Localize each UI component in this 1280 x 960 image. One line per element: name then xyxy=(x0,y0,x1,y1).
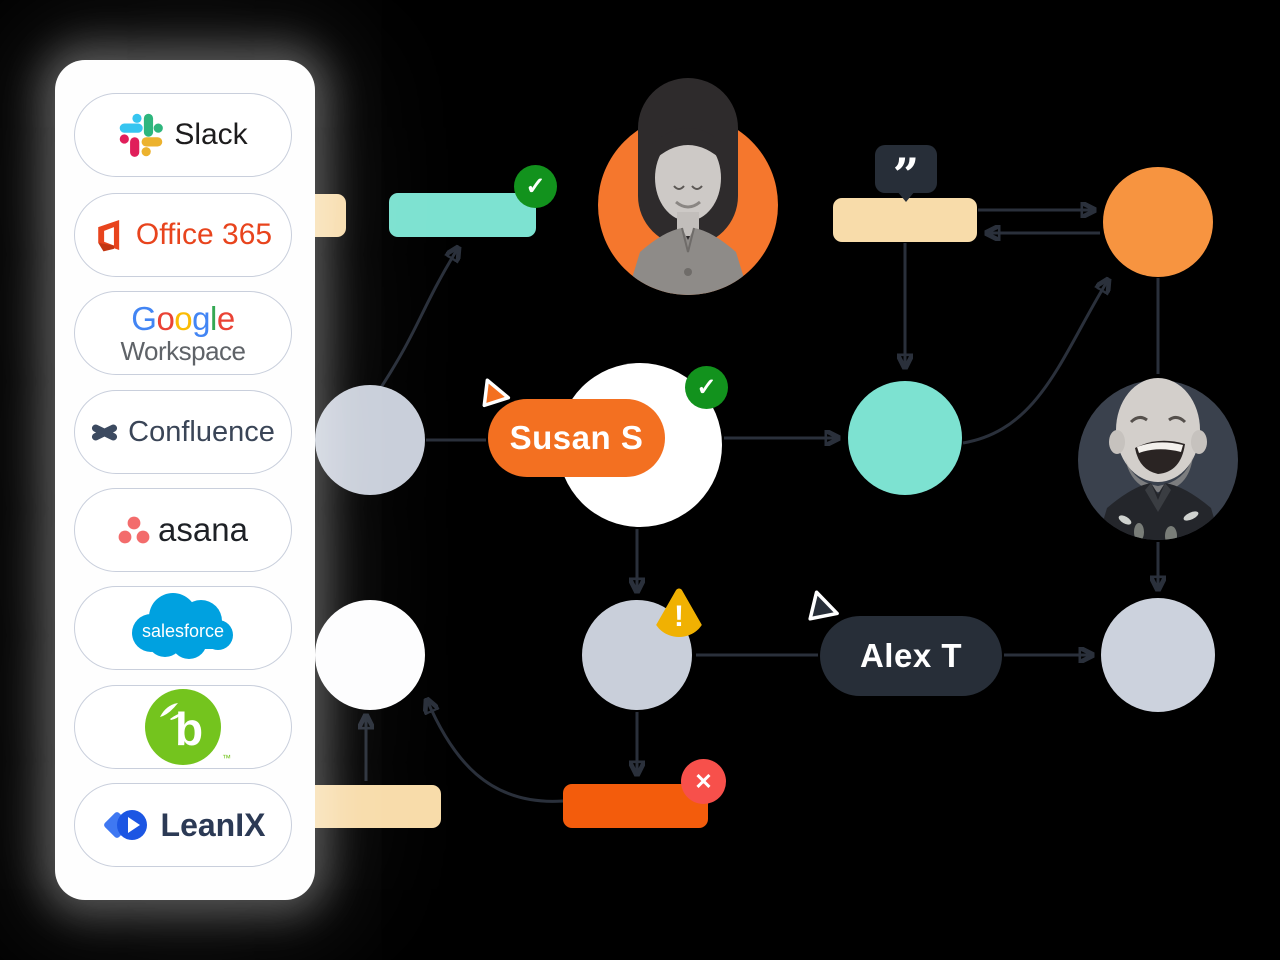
cursor-pointer-dark xyxy=(808,590,839,621)
integration-office365[interactable]: Office 365 xyxy=(74,193,292,277)
user-tag-label: Alex T xyxy=(859,637,963,674)
confluence-icon xyxy=(92,424,118,440)
avatar-susan-image xyxy=(598,78,778,295)
stage-node-gray-left[interactable] xyxy=(315,385,425,495)
integration-label: b xyxy=(174,703,204,755)
quote-bubble: ” xyxy=(875,145,937,202)
integration-label: salesforce xyxy=(142,621,224,641)
integration-label: Slack xyxy=(174,118,248,151)
google-wordmark: Google xyxy=(131,300,235,338)
user-tag-alex[interactable]: Alex T xyxy=(820,616,1002,696)
google-letter: o xyxy=(156,300,175,338)
integration-google-workspace[interactable]: Google Workspace xyxy=(74,291,292,375)
user-tag-susan[interactable]: Susan S xyxy=(488,399,665,477)
integration-slack[interactable]: Slack xyxy=(74,93,292,177)
integration-label: asana xyxy=(158,511,248,548)
google-workspace-logo: Google Workspace xyxy=(120,300,246,366)
connector xyxy=(962,280,1108,445)
check-icon: ✓ xyxy=(525,172,546,200)
integration-label: Office 365 xyxy=(135,218,273,251)
salesforce-icon: salesforce xyxy=(132,593,233,659)
integration-label: Workspace xyxy=(120,335,246,366)
google-letter: G xyxy=(131,300,157,338)
connector xyxy=(376,248,458,393)
cursor-pointer-orange xyxy=(482,378,511,408)
office365-icon xyxy=(98,219,120,252)
slack-icon xyxy=(120,113,164,157)
integrations-panel: Slack Office 365 Google Workspace Conflu… xyxy=(55,60,315,900)
asana-icon xyxy=(118,516,150,544)
integration-label: Confluence xyxy=(128,415,275,448)
google-letter: e xyxy=(216,300,235,338)
check-badge: ✓ xyxy=(685,366,728,409)
connector xyxy=(427,700,564,803)
bamboohr-icon: b ™ xyxy=(145,689,231,765)
warning-badge: ! xyxy=(654,588,704,637)
check-badge: ✓ xyxy=(514,165,557,208)
task-node-teal[interactable] xyxy=(389,193,536,237)
integration-salesforce[interactable]: salesforce xyxy=(74,586,292,670)
google-letter: o xyxy=(174,300,193,338)
error-badge: ✕ xyxy=(681,759,726,804)
leanix-icon xyxy=(103,810,147,840)
stage-node-white-small[interactable] xyxy=(315,600,425,710)
trademark-label: ™ xyxy=(222,753,231,763)
stage-node-gray-right[interactable] xyxy=(1101,598,1215,712)
integration-label: LeanIX xyxy=(160,806,266,843)
google-letter: l xyxy=(210,300,217,338)
cross-icon: ✕ xyxy=(694,768,713,794)
user-tag-label: Susan S xyxy=(509,419,644,456)
stage-node-teal-circle[interactable] xyxy=(848,381,962,495)
warning-icon: ! xyxy=(674,600,684,633)
quote-icon: ” xyxy=(892,148,920,202)
integration-bamboohr[interactable]: b ™ xyxy=(74,685,292,769)
integration-asana[interactable]: asana xyxy=(74,488,292,572)
stage-node-orange[interactable] xyxy=(1103,167,1213,277)
integration-leanix[interactable]: LeanIX xyxy=(74,783,292,867)
bamboo-leaf-icon xyxy=(160,703,183,720)
avatar-alex[interactable] xyxy=(1073,340,1243,562)
google-letter: g xyxy=(192,300,211,338)
avatar-susan[interactable] xyxy=(588,66,788,298)
integration-confluence[interactable]: Confluence xyxy=(74,390,292,474)
avatar-alex-image xyxy=(1078,378,1238,540)
check-icon: ✓ xyxy=(696,373,717,401)
task-node-tan-right[interactable] xyxy=(833,198,977,242)
